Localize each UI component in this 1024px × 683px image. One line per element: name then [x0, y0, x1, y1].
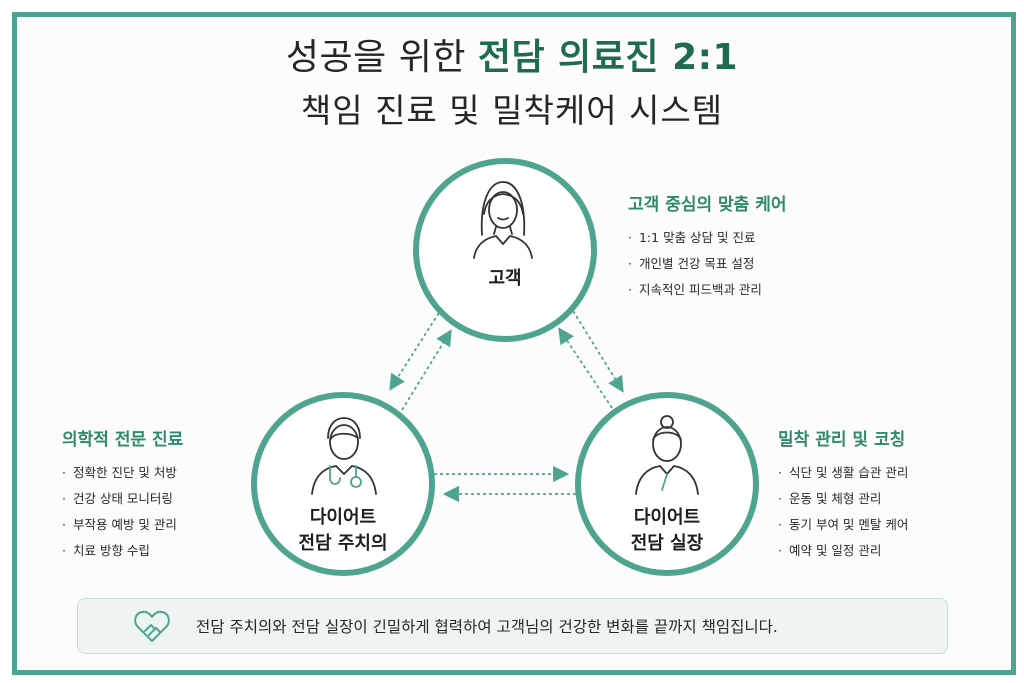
list-item: 건강 상태 모니터링	[62, 486, 183, 512]
list-item: 식단 및 생활 습관 관리	[778, 460, 908, 486]
list-item: 치료 방향 수립	[62, 538, 183, 564]
list-item: 1:1 맞춤 상담 및 진료	[628, 225, 787, 251]
customer-panel-heading: 고객 중심의 맞춤 케어	[628, 195, 787, 215]
doctor-panel-heading: 의학적 전문 진료	[62, 430, 184, 450]
list-item: 개인별 건강 목표 설정	[628, 251, 787, 277]
customer-node-circle	[413, 158, 597, 342]
list-item: 운동 및 체형 관리	[778, 486, 908, 512]
manager-panel-heading: 밀착 관리 및 코칭	[778, 430, 906, 450]
list-item: 부작용 예방 및 관리	[62, 512, 183, 538]
arrow-customer-to-doctor	[389, 307, 443, 391]
manager-label-line2: 전담 실장	[630, 533, 704, 554]
doctor-label-line2: 전담 주치의	[298, 533, 388, 554]
title-line-2: 책임 진료 및 밀착케어 시스템	[300, 91, 724, 130]
manager-node-circle	[575, 392, 759, 576]
manager-woman-icon	[635, 415, 699, 495]
title-prefix: 성공을 위한	[285, 37, 478, 78]
woman-avatar-icon	[473, 181, 533, 259]
customer-panel: 고객 중심의 맞춤 케어 1:1 맞춤 상담 및 진료 개인별 건강 목표 설정…	[628, 190, 787, 303]
doctor-node-circle	[251, 392, 435, 576]
list-item: 정확한 진단 및 처방	[62, 460, 183, 486]
doctor-node-label: 다이어트 전담 주치의	[278, 505, 408, 557]
list-item: 예약 및 일정 관리	[778, 538, 908, 564]
arrow-customer-to-manager	[569, 305, 624, 393]
arrow-manager-to-customer	[558, 327, 613, 409]
doctor-stethoscope-icon	[311, 417, 377, 495]
title-highlight: 전담 의료진 2:1	[477, 37, 739, 78]
footer-text: 전담 주치의와 전담 실장이 긴밀하게 협력하여 고객님의 건강한 변화를 끝까…	[196, 618, 778, 636]
customer-node-label: 고객	[488, 268, 522, 289]
arrow-doctor-to-customer	[401, 329, 452, 411]
doctor-label-line1: 다이어트	[309, 507, 377, 528]
title-line-1: 성공을 위한 전담 의료진 2:1	[0, 28, 1024, 80]
heart-handshake-icon	[134, 610, 170, 642]
list-item: 동기 부여 및 멘탈 케어	[778, 512, 908, 538]
manager-node-label: 다이어트 전담 실장	[602, 505, 732, 557]
manager-panel: 밀착 관리 및 코칭 식단 및 생활 습관 관리 운동 및 체형 관리 동기 부…	[778, 425, 908, 564]
manager-label-line1: 다이어트	[633, 507, 701, 528]
doctor-panel: 의학적 전문 진료 정확한 진단 및 처방 건강 상태 모니터링 부작용 예방 …	[62, 425, 183, 564]
list-item: 지속적인 피드백과 관리	[628, 277, 787, 303]
footer-banner: 전담 주치의와 전담 실장이 긴밀하게 협력하여 고객님의 건강한 변화를 끝까…	[77, 598, 948, 654]
outer-frame	[12, 12, 1016, 675]
